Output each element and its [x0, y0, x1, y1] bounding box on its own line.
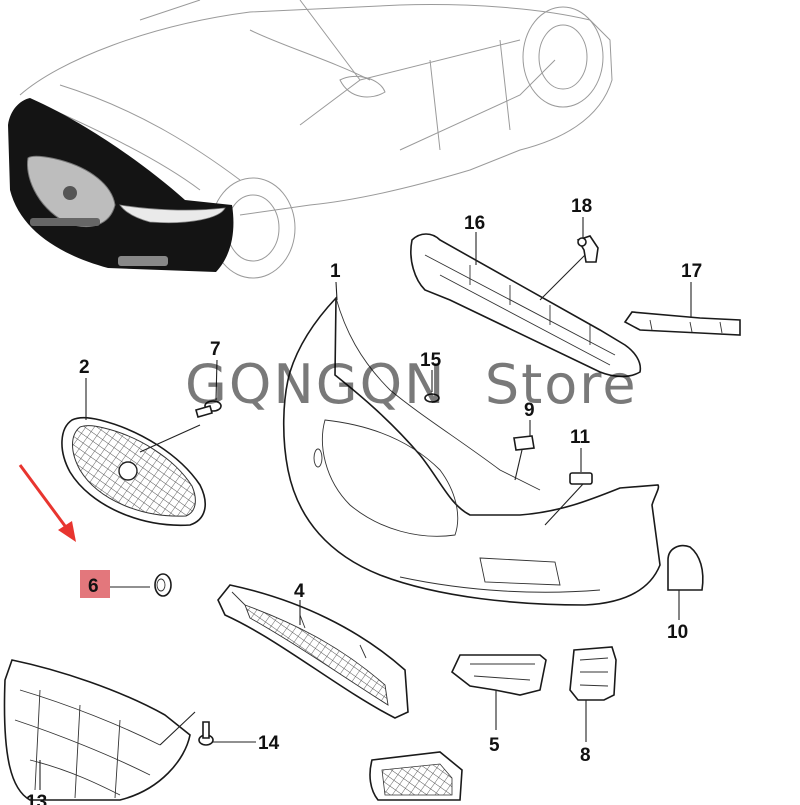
callout-5: 5 [489, 735, 500, 756]
part-15-clip [424, 393, 440, 403]
callout-6: 6 [88, 576, 99, 597]
callout-7: 7 [210, 339, 221, 360]
part-4-lower-grille [217, 584, 409, 719]
callout-4: 4 [294, 581, 305, 602]
part-18-clip [576, 235, 599, 263]
part-13-undertray [3, 659, 191, 801]
part-11-cap [569, 472, 593, 485]
part-16-bumper-beam [410, 233, 642, 378]
callout-9: 9 [524, 400, 535, 421]
callout-18: 18 [571, 196, 592, 217]
callout-15: 15 [420, 350, 442, 371]
part-5-fog-bracket [451, 654, 547, 696]
callout-13: 13 [26, 792, 47, 805]
red-arrow-indicator [18, 464, 76, 542]
part-14-screw [198, 721, 214, 746]
part-7-bolt [195, 400, 222, 418]
part-10-reflector [667, 544, 704, 591]
car-overview-illustration [8, 0, 613, 279]
callout-17: 17 [681, 261, 702, 282]
callout-6-highlight [80, 570, 110, 598]
part-8-side-bracket [569, 646, 617, 701]
callout-11: 11 [570, 427, 591, 448]
part-17-bracket [623, 311, 741, 336]
part-1-bumper-cover [282, 295, 661, 606]
part-fog-grille [369, 751, 463, 801]
part-9-clip [513, 435, 535, 451]
callout-1: 1 [330, 261, 341, 282]
callout-8: 8 [580, 745, 591, 766]
callout-16: 16 [464, 213, 485, 234]
callout-2: 2 [79, 357, 90, 378]
store-watermark: GQNGQN Store [185, 353, 638, 416]
part-6-plug [154, 573, 172, 597]
part-2-upper-grille [61, 416, 206, 527]
callout-labels: 1 2 4 5 6 7 8 9 10 11 13 14 15 16 17 18 [26, 196, 702, 805]
callout-10: 10 [667, 622, 688, 643]
leader-lines [39, 217, 692, 790]
callout-14: 14 [258, 733, 280, 754]
